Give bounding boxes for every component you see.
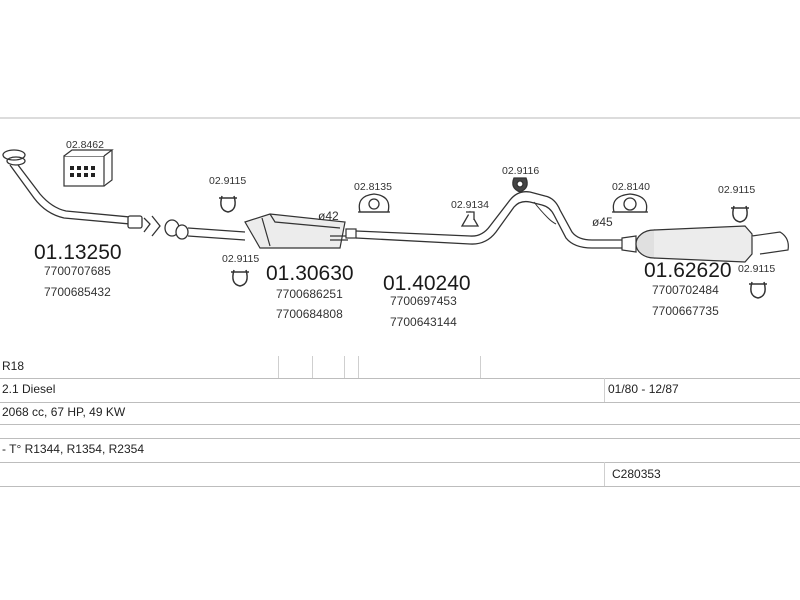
- fitting-label-bracket: 02.9134: [451, 199, 489, 211]
- table-separator: [604, 378, 605, 402]
- fitting-label-clamp-c: 02.9115: [718, 184, 755, 196]
- mid-pipe: [355, 191, 622, 249]
- part-ref-mid-muffler-2: 7700684808: [276, 307, 343, 321]
- fitting-label-gasket: 02.8462: [66, 139, 104, 151]
- bracket-shape: [460, 210, 480, 227]
- table-separator: [312, 356, 313, 378]
- info-row-code: C280353: [0, 462, 800, 487]
- part-ref-mid-pipe-2: 7700643144: [390, 315, 457, 329]
- fitting-label-clamp-d: 02.9115: [738, 263, 775, 275]
- clamp-a-shape: [219, 195, 237, 213]
- table-separator: [480, 356, 481, 378]
- fitting-label-clamp-b: 02.9115: [222, 253, 259, 265]
- part-ref-rear-muffler-1: 7700702484: [652, 283, 719, 297]
- fitting-label-hanger-b: 02.9116: [502, 165, 539, 177]
- part-number-mid-muffler: 01.30630: [266, 262, 354, 285]
- info-row-model: R18: [0, 356, 800, 379]
- mid-muffler-shape: [244, 213, 357, 249]
- part-number-mid-pipe: 01.40240: [383, 272, 471, 295]
- table-separator: [358, 356, 359, 378]
- vehicle-specs: 2068 cc, 67 HP, 49 KW: [2, 405, 126, 419]
- part-ref-mid-muffler-1: 7700686251: [276, 287, 343, 301]
- fitting-label-hanger-c: 02.8140: [612, 181, 650, 193]
- fitting-label-clamp-a: 02.9115: [209, 175, 246, 187]
- info-row-engine: 2.1 Diesel 01/80 - 12/87: [0, 378, 800, 403]
- clamp-b-shape: [231, 269, 249, 287]
- diameter-label-1: ø42: [318, 209, 339, 223]
- diameter-label-2: ø45: [592, 215, 613, 229]
- vehicle-types: - T° R1344, R1354, R2354: [2, 442, 144, 456]
- part-number-rear-muffler: 01.62620: [644, 259, 732, 282]
- table-separator: [604, 462, 605, 486]
- clamp-c-shape: [731, 205, 749, 223]
- part-ref-front-pipe-2: 7700685432: [44, 285, 111, 299]
- front-pipe: [2, 149, 246, 241]
- rear-muffler-shape: [621, 225, 789, 263]
- vehicle-model: R18: [2, 359, 25, 373]
- info-row-specs: 2068 cc, 67 HP, 49 KW: [0, 402, 800, 425]
- part-ref-rear-muffler-2: 7700667735: [652, 304, 719, 318]
- table-separator: [278, 356, 279, 378]
- hanger-a-shape: [358, 193, 390, 213]
- fitting-label-hanger-a: 02.8135: [354, 181, 392, 193]
- vehicle-code: C280353: [612, 467, 661, 481]
- table-separator: [344, 356, 345, 378]
- info-row-types: - T° R1344, R1354, R2354: [0, 438, 800, 463]
- gasket-part: [63, 149, 114, 187]
- hanger-c-shape: [612, 193, 648, 213]
- vehicle-engine: 2.1 Diesel: [2, 382, 56, 396]
- part-ref-front-pipe-1: 7700707685: [44, 264, 111, 278]
- info-row-spacer: [0, 424, 800, 439]
- vehicle-years: 01/80 - 12/87: [608, 382, 679, 396]
- part-ref-mid-pipe-1: 7700697453: [390, 294, 457, 308]
- part-number-front-pipe: 01.13250: [34, 241, 122, 264]
- exhaust-diagram: 02.8462 02.9115 02.9115 02.8135 02.9134 …: [0, 117, 800, 329]
- clamp-d-shape: [749, 281, 767, 299]
- hanger-b-shape: [512, 177, 528, 193]
